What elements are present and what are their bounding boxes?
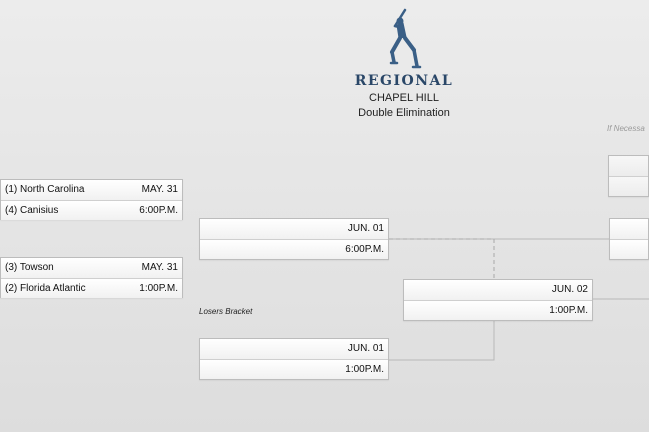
- if-necessary-row-2: [609, 176, 648, 196]
- game-date: JUN. 01: [347, 223, 384, 234]
- if-necessary-row-1: [609, 156, 648, 176]
- game-date: MAY. 31: [141, 184, 178, 195]
- game-box-1: (1) North Carolina MAY. 31 (4) Canisius …: [0, 179, 183, 220]
- winners-r2-row-2: 6:00P.M.: [200, 239, 388, 259]
- game-box-losers-r2: JUN. 02 1:00P.M.: [403, 279, 593, 321]
- game-time: 1:00P.M.: [549, 304, 588, 316]
- losers-r1-row-1: JUN. 01: [200, 339, 388, 359]
- game-box-winners-r2: JUN. 01 6:00P.M.: [199, 218, 389, 260]
- team-name[interactable]: (1) North Carolina: [5, 184, 85, 195]
- team-name[interactable]: (2) Florida Atlantic: [5, 282, 86, 294]
- losers-bracket-label: Losers Bracket: [199, 307, 253, 316]
- connector-loser-drop: [389, 238, 495, 280]
- game-date: MAY. 31: [141, 262, 178, 273]
- championship-row-2: [610, 239, 648, 259]
- losers-r2-row-2: 1:00P.M.: [404, 300, 592, 320]
- championship-row-1: [610, 219, 648, 239]
- team-name[interactable]: (4) Canisius: [5, 204, 59, 216]
- game-date: JUN. 02: [551, 284, 588, 295]
- game-2-row-2: (2) Florida Atlantic 1:00P.M.: [1, 278, 182, 298]
- game-box-2: (3) Towson MAY. 31 (2) Florida Atlantic …: [0, 257, 183, 298]
- game-box-if-necessary: [608, 155, 649, 197]
- bracket-format: Double Elimination: [358, 107, 450, 119]
- game-time: 6:00P.M.: [139, 204, 178, 216]
- game-date: JUN. 01: [347, 343, 384, 354]
- game-time: 6:00P.M.: [345, 243, 384, 255]
- game-2-row-1: (3) Towson MAY. 31: [1, 258, 182, 278]
- if-necessary-label: If Necessa: [607, 124, 645, 133]
- bracket-location: CHAPEL HILL: [369, 92, 439, 104]
- game-1-row-1: (1) North Carolina MAY. 31: [1, 180, 182, 200]
- game-time: 1:00P.M.: [139, 282, 178, 294]
- baseball-batter-icon: [389, 8, 422, 69]
- game-1-row-2: (4) Canisius 6:00P.M.: [1, 200, 182, 220]
- losers-r1-row-2: 1:00P.M.: [200, 359, 388, 379]
- game-box-championship: [609, 218, 649, 260]
- bracket-title: REGIONAL: [354, 73, 454, 89]
- game-time: 1:00P.M.: [345, 363, 384, 375]
- winners-r2-row-1: JUN. 01: [200, 219, 388, 239]
- team-name[interactable]: (3) Towson: [5, 262, 54, 273]
- losers-r2-row-1: JUN. 02: [404, 280, 592, 300]
- game-box-losers-r1: JUN. 01 1:00P.M.: [199, 338, 389, 380]
